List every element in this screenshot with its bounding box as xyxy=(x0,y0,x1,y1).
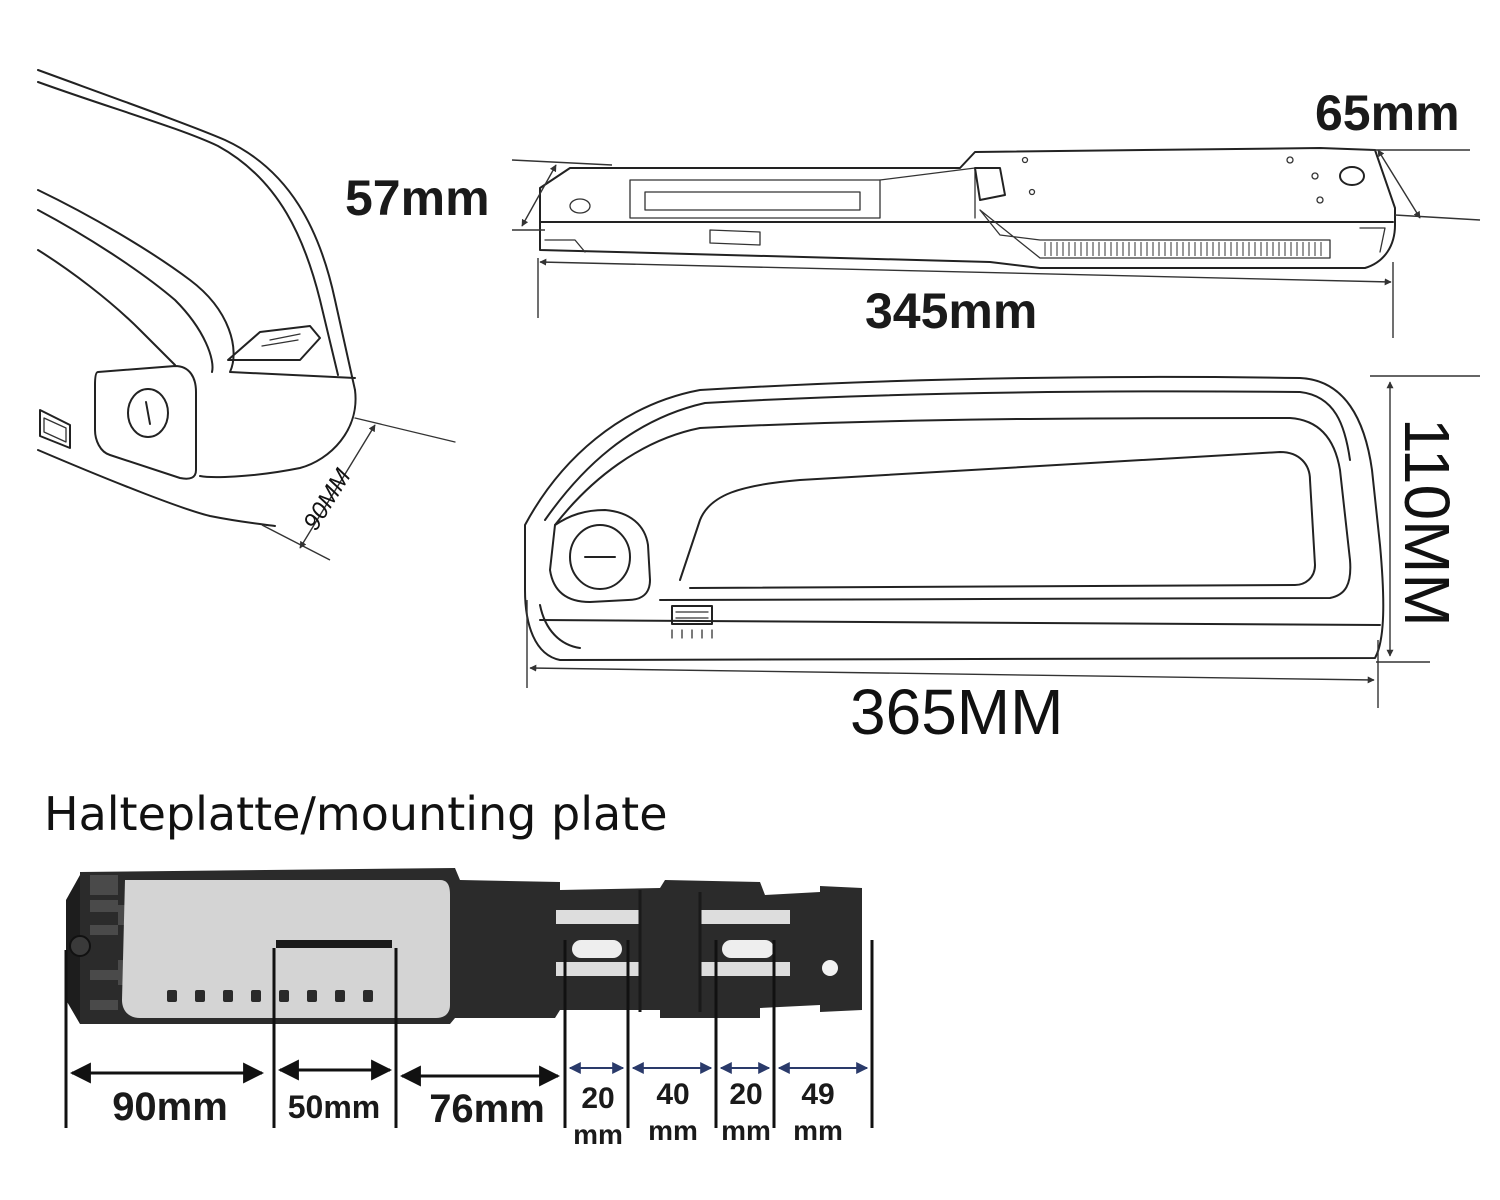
top-view-height-label: 57mm xyxy=(345,170,490,226)
top-view-width-label: 65mm xyxy=(1315,85,1460,141)
battery-end-view: 90MM xyxy=(37,69,456,561)
segment-5-unit: mm xyxy=(648,1115,698,1146)
segment-4-unit: mm xyxy=(573,1119,623,1150)
contact-dots xyxy=(167,990,373,1002)
segment-7-unit: mm xyxy=(793,1115,843,1146)
segment-4-value: 20 xyxy=(581,1082,614,1115)
plate-contact-panel xyxy=(122,880,450,1018)
top-view-length-label: 345mm xyxy=(865,283,1037,339)
side-view-height-label: 110MM xyxy=(1391,418,1463,627)
segment-6-value: 20 xyxy=(729,1078,762,1111)
segment-2-value: 50mm xyxy=(288,1089,381,1125)
segment-5-value: 40 xyxy=(656,1078,689,1111)
segment-7-value: 49 xyxy=(801,1078,834,1111)
mounting-plate xyxy=(66,868,862,1024)
vent-grille xyxy=(1044,242,1322,256)
mounting-plate-title: Halteplatte/mounting plate xyxy=(44,787,668,841)
end-view-width-label: 90MM xyxy=(298,464,356,535)
battery-side-view: 110MM 365MM xyxy=(524,375,1480,748)
segment-6-unit: mm xyxy=(721,1115,771,1146)
side-view-length-label: 365MM xyxy=(850,676,1063,748)
segment-3-value: 76mm xyxy=(429,1087,545,1131)
mounting-plate-dimensions: 90mm 50mm 76mm 20 mm 40 mm 20 mm 49 mm xyxy=(64,940,874,1150)
segment-1-value: 90mm xyxy=(112,1085,228,1129)
battery-top-view: 57mm 65mm 345mm xyxy=(345,85,1481,339)
